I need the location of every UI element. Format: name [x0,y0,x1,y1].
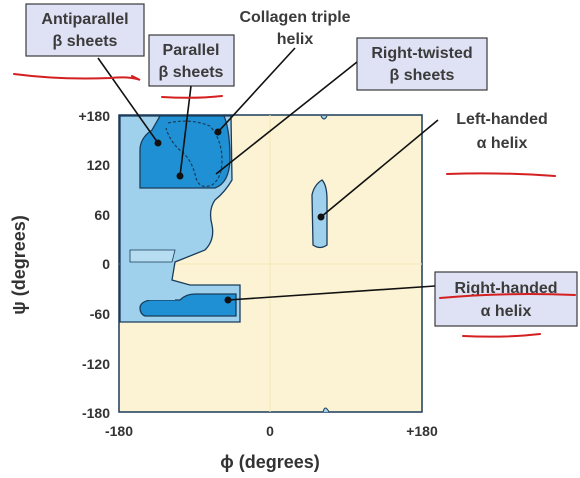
red-mark [439,293,576,299]
x-tick-label: +180 [406,423,438,439]
y-tick-label: 0 [102,256,110,272]
leader-right-twisted [215,61,358,175]
dot-antiparallel [154,139,162,147]
label-collagen: Collagen triple helix [239,9,350,48]
annotation-line: Antiparallel [41,11,128,28]
annotation-box [434,271,578,327]
annotation-line: β sheets [159,64,224,81]
leader-left-handed [320,119,439,218]
red-mark [161,95,223,99]
right-twisted-contour [165,120,223,188]
annotation-line: α helix [481,303,532,320]
x-tick-label: 0 [266,423,274,439]
annotation-line: Parallel [163,42,220,59]
annotation-line: Left-handed [456,111,548,128]
y-tick-label: -180 [82,405,110,421]
red-mark [13,73,141,81]
y-tick-label: -60 [90,306,110,322]
label-left-handed: Left-handed α helix [456,111,548,152]
annotation-line: Collagen triple [239,9,350,26]
y-tick-label: 120 [87,157,111,173]
dot-right-handed [224,296,232,304]
label-parallel: Parallel β sheets [148,34,235,87]
alpha-inner-light [135,290,175,300]
dot-left-handed [317,213,325,221]
annotation-box [356,37,488,91]
annotation-line: β sheets [390,67,455,84]
dot-parallel [176,172,184,180]
dot-collagen [214,128,222,136]
left-handed-region [311,179,328,249]
leader-right-handed [227,285,436,301]
y-tick-label: 60 [94,207,110,223]
beta-sheet-core [139,115,231,189]
leader-lines [97,47,439,301]
leader-dots [154,128,325,304]
red-mark [446,172,556,177]
y-tick-labels: +180 120 60 0 -60 -120 -180 [78,108,110,421]
x-axis-title: ϕ (degrees) [220,452,320,472]
x-tick-labels: -180 0 +180 [105,423,438,439]
leader-antiparallel [97,57,159,144]
x-tick-label: -180 [105,423,133,439]
y-tick-label: +180 [78,108,110,124]
y-tick-label: -120 [82,356,110,372]
annotation-line: helix [277,31,314,48]
alpha-helix-core [139,293,237,317]
annotation-line: Right-twisted [371,45,472,62]
annotation-box [148,34,235,87]
annotation-line: β sheets [53,33,118,50]
leader-collagen [217,47,296,133]
annotation-line: Right-handed [454,280,557,297]
label-right-handed: Right-handed α helix [434,271,578,327]
label-right-twisted: Right-twisted β sheets [356,37,488,91]
edge-blip-top [320,115,328,120]
y-axis-title: ψ (degrees) [9,215,29,315]
label-antiparallel: Antiparallel β sheets [25,3,145,57]
edge-blip-bottom [322,407,330,413]
red-mark [462,333,541,338]
leader-parallel [179,85,192,177]
handwritten-marks [13,73,576,338]
annotation-box [25,3,145,57]
annotation-line: α helix [477,135,528,152]
allowed-region-band [129,249,176,263]
